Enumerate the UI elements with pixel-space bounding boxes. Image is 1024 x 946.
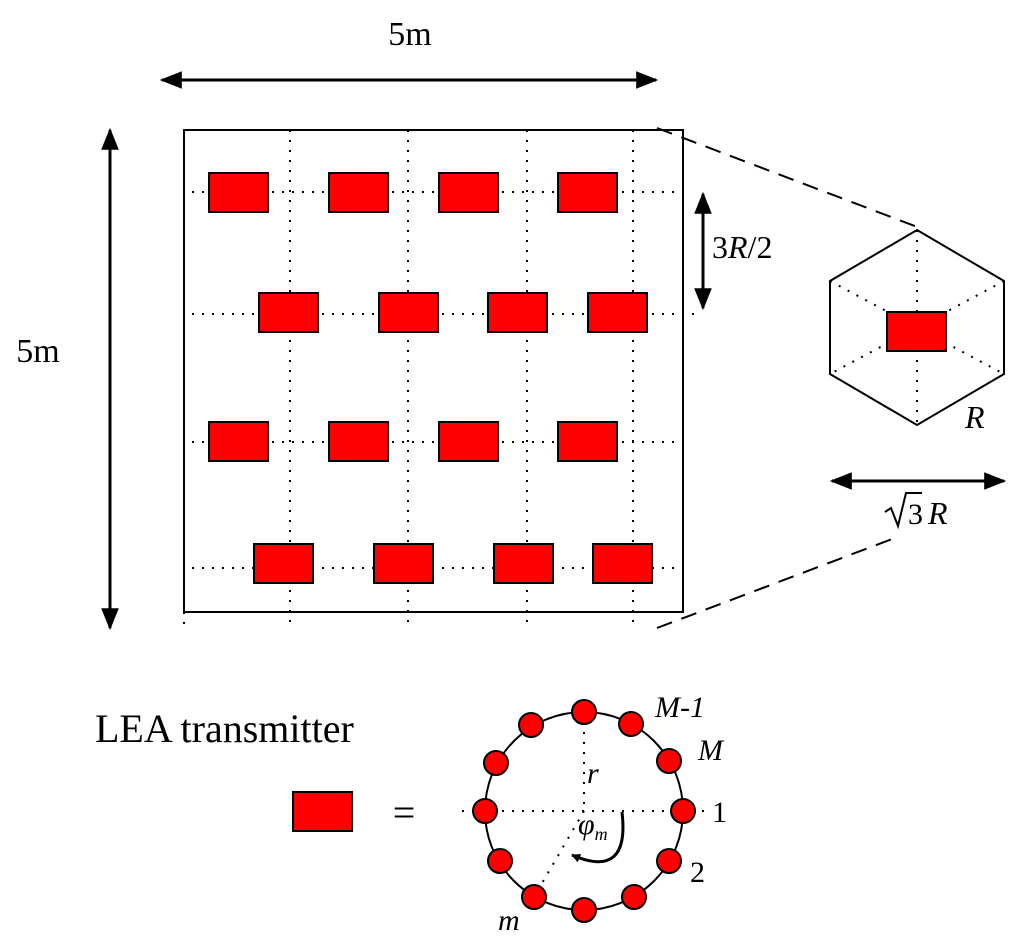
ring-radius-label: r <box>587 757 599 790</box>
transmitter <box>557 421 618 462</box>
sqrt-sign <box>884 492 922 530</box>
row-spacing-label: 3R/2 <box>712 229 772 265</box>
transmitter <box>438 421 499 462</box>
ring-angle-label: φm <box>578 808 608 844</box>
transmitter <box>208 172 269 213</box>
hex-width-var: R <box>927 495 948 531</box>
ring-angle-symbol: φ <box>578 808 595 841</box>
label-element-2: 2 <box>690 856 705 889</box>
equals-sign: = <box>393 790 416 835</box>
hexagon-cell: R <box>829 228 1005 435</box>
transmitter <box>253 543 314 584</box>
ring-element <box>571 897 597 923</box>
ring-element <box>670 798 696 824</box>
hex-radius-label: R <box>964 399 985 435</box>
row-spacing-den: /2 <box>748 229 773 265</box>
ring-element <box>487 848 513 874</box>
label-element-1: 1 <box>712 796 727 829</box>
transmitter <box>557 172 618 213</box>
label-element-M-1: M-1 <box>654 691 705 724</box>
legend-transmitter <box>292 791 353 832</box>
ring-element <box>518 712 544 738</box>
transmitter <box>587 292 648 333</box>
transmitter-grid <box>208 172 653 584</box>
ring-element <box>618 711 644 737</box>
ring-element <box>656 848 682 874</box>
transmitter <box>438 172 499 213</box>
ring-element <box>521 884 547 910</box>
transmitter <box>487 292 548 333</box>
label-element-m: m <box>498 904 520 937</box>
transmitter <box>258 292 319 333</box>
row-spacing-var: R <box>727 229 748 265</box>
hex-width-num: 3 <box>908 498 923 531</box>
room-width-label: 5m <box>388 16 431 53</box>
ring-element <box>621 884 647 910</box>
transmitter <box>373 543 434 584</box>
transmitter <box>328 421 389 462</box>
legend-title: LEA transmitter <box>95 706 354 751</box>
transmitter <box>378 292 439 333</box>
ring-element <box>472 798 498 824</box>
circular-array: r φm M-1 M 1 2 m <box>462 691 727 937</box>
ring-element <box>483 750 509 776</box>
angle-arc-arrow <box>571 811 625 864</box>
transmitter <box>328 172 389 213</box>
ring-element <box>656 748 682 774</box>
hex-transmitter <box>886 311 947 352</box>
transmitter <box>592 543 653 584</box>
zoom-lines <box>656 127 921 629</box>
room-height-label: 5m <box>16 333 59 370</box>
ring-angle-subscript: m <box>595 824 608 844</box>
label-element-M: M <box>697 734 725 767</box>
room-outline <box>183 129 684 613</box>
transmitter <box>493 543 554 584</box>
transmitter <box>208 421 269 462</box>
ring-element <box>571 699 597 725</box>
row-spacing-num: 3 <box>712 229 728 265</box>
hex-width-label: 3 R <box>884 492 948 531</box>
